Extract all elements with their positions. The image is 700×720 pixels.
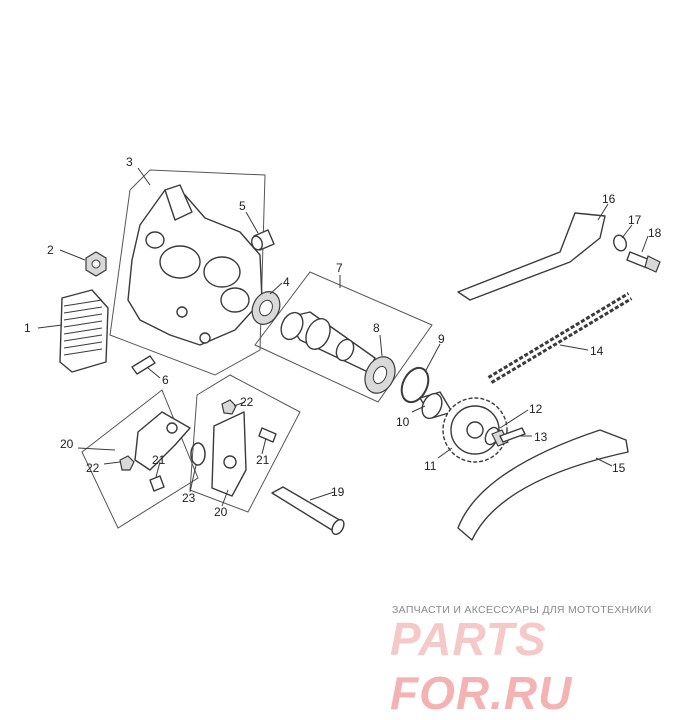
callout-23: 23	[182, 491, 196, 505]
cap-nut	[85, 251, 107, 277]
callout-20-left: 20	[60, 437, 74, 451]
watermark-logo-for: FOR.RU	[390, 667, 573, 719]
callout-19: 19	[331, 485, 345, 499]
leader-lines	[37, 167, 649, 507]
camshaft	[280, 311, 376, 373]
exploded-parts-diagram: 1 2 3 4 5 6 7 8 9 10 11 12 13 14 15 16 1…	[24, 155, 662, 541]
callout-22-left: 22	[86, 461, 100, 475]
callout-9: 9	[438, 332, 445, 346]
callout-7: 7	[336, 261, 343, 275]
callout-8: 8	[373, 321, 380, 335]
watermark-logo-parts: PARTS	[390, 613, 547, 665]
rocker-arm-right	[211, 411, 247, 497]
lock-nut-right	[221, 399, 237, 415]
circlip	[400, 366, 430, 404]
cam-sprocket	[442, 397, 508, 463]
callout-22-right: 22	[240, 395, 254, 409]
lock-nut-left	[119, 455, 135, 471]
watermark-logo: PARTSFOR.RU	[390, 612, 700, 720]
callout-20-right: 20	[214, 505, 228, 519]
adjusting-screw-right	[258, 427, 277, 443]
callout-6: 6	[162, 373, 169, 387]
adjusting-screw-left	[149, 475, 165, 492]
timing-chain	[487, 292, 633, 384]
stud-bolt	[131, 355, 156, 375]
bearing-right	[364, 356, 396, 394]
sprocket-bolt	[491, 427, 526, 447]
callout-17: 17	[628, 213, 642, 227]
callout-4: 4	[283, 275, 290, 289]
callout-18: 18	[648, 226, 662, 240]
watermark-tagline: ЗАПЧАСТИ И АКСЕССУАРЫ ДЛЯ МОТОТЕХНИКИ	[392, 604, 652, 616]
spring-washer	[190, 442, 206, 466]
callout-14: 14	[590, 344, 604, 358]
cylinder-head	[127, 184, 263, 346]
group-frame-camshaft	[254, 271, 433, 403]
pivot-bolt	[626, 251, 661, 273]
bearing-left	[251, 291, 281, 325]
chain-guide	[457, 429, 629, 541]
callout-12: 12	[529, 402, 543, 416]
callout-16: 16	[602, 192, 616, 206]
callout-10: 10	[396, 415, 410, 429]
callout-15: 15	[612, 461, 626, 475]
group-frame-rocker-left	[81, 389, 199, 529]
callout-3: 3	[126, 155, 133, 169]
tensioner-slipper	[457, 212, 606, 301]
valve-cover	[59, 289, 109, 373]
callout-labels: 1 2 3 4 5 6 7 8 9 10 11 12 13 14 15 16 1…	[24, 155, 662, 519]
callout-2: 2	[47, 243, 54, 257]
callout-21-left: 21	[152, 453, 166, 467]
callout-11: 11	[424, 459, 437, 473]
callout-1: 1	[24, 321, 31, 335]
bushing	[251, 229, 275, 251]
group-frame-rocker-right	[189, 374, 301, 513]
rocker-arm-left	[134, 411, 191, 471]
pivot-bushing	[613, 234, 627, 252]
rocker-shaft	[271, 486, 345, 536]
callout-21-right: 21	[256, 453, 270, 467]
callout-5: 5	[239, 199, 246, 213]
callout-13: 13	[534, 430, 548, 444]
group-frame-head	[109, 169, 266, 376]
